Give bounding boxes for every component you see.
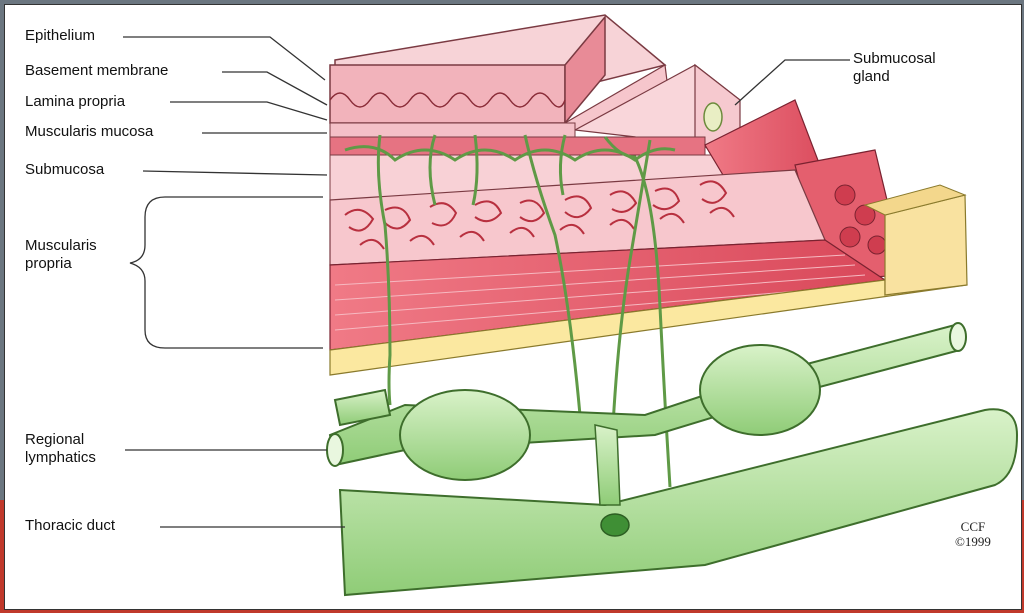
duct-valve [601,514,629,536]
anatomy-figure: Epithelium Basement membrane Lamina prop… [4,4,1022,610]
epithelium-front [330,65,565,123]
label-muscularis-propria: Muscularis propria [25,237,135,273]
label-muscularis-mucosa: Muscularis mucosa [25,123,153,141]
label-submucosal-gland: Submucosal gland [853,50,953,86]
muscle-fiber [835,185,855,205]
lamina-propria-layer [330,123,575,137]
submucosal-gland-shape [704,103,722,131]
copyright-credit: CCF ©1999 [955,519,991,549]
label-lamina-propria: Lamina propria [25,93,125,111]
duct-connector [595,425,620,505]
label-regional-lymphatics: Regional lymphatics [25,431,125,467]
credit-line2: ©1999 [955,534,991,549]
credit-line1: CCF [955,519,991,534]
label-basement-membrane: Basement membrane [25,62,168,80]
lymph-node-right [700,345,820,435]
label-submucosa: Submucosa [25,161,104,179]
muscle-fiber [868,236,886,254]
vessel-opening-left [327,434,343,466]
label-thoracic-duct: Thoracic duct [25,517,115,535]
illustration [5,5,1022,610]
label-epithelium: Epithelium [25,27,95,45]
vessel-opening-right [950,323,966,351]
lymph-node-left [400,390,530,480]
muscle-fiber [840,227,860,247]
